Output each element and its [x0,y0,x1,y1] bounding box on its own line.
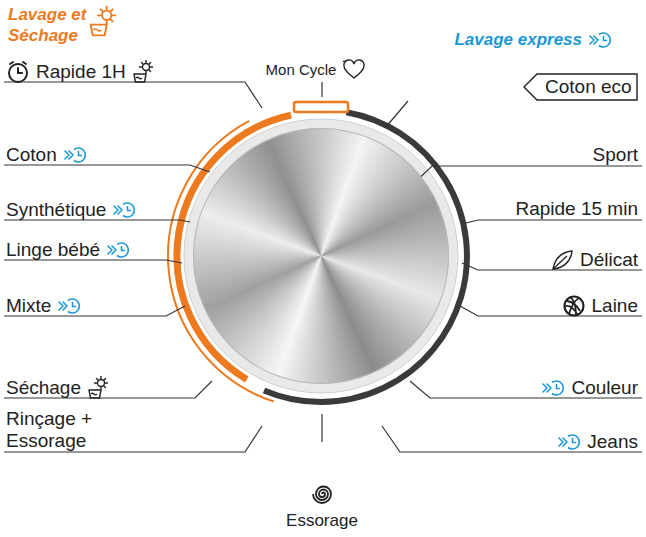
program-name: Coton eco [523,73,638,98]
yarn-icon [562,294,586,318]
program-label: Lavage et Séchage [8,4,98,46]
program-name: Mixte [6,295,51,317]
leader-line [4,260,182,263]
leader-line [321,414,322,442]
express-icon [112,198,136,222]
program-label: Mixte [6,294,81,318]
leader-line [462,220,642,224]
leader-line [4,82,262,108]
leader-line [4,220,190,222]
program-label: Coton [6,143,87,167]
program-label: Laine [562,294,639,318]
sunbasket-icon [87,376,111,400]
my-cycle-marker [294,102,348,112]
leaf-icon [550,248,574,272]
program-name: Mon Cycle [266,59,337,81]
program-label: Délicat [550,248,638,272]
program-label: Sport [593,144,638,166]
express-icon [541,376,565,400]
program-name: Synthétique [6,199,106,221]
leader-lines [4,82,642,452]
dial-knob [193,128,449,384]
program-label: Essorage [286,510,358,532]
express-icon [57,294,81,318]
wash-dry-icon [91,7,116,36]
program-name: Lavage et Séchage [8,4,98,46]
program-label: Rapide 15 min [515,198,638,220]
program-name: Rinçage + Essorage [6,408,106,452]
program-name: Rapide 1H [36,61,126,83]
program-dial [168,102,467,402]
program-name: Séchage [6,377,81,399]
express-icon [63,143,87,167]
program-name: Couleur [571,377,638,399]
program-label: Linge bébé [6,238,130,262]
program-label: Rapide 1H [6,60,156,84]
program-name: Délicat [580,249,638,271]
program-label: Couleur [541,376,638,400]
program-label: Jeans [557,430,638,454]
program-label: Séchage [6,376,111,400]
program-name: Coton [6,144,57,166]
program-label: Synthétique [6,198,136,222]
program-name: Jeans [587,431,638,453]
program-name: Linge bébé [6,239,100,261]
program-name: Essorage [286,510,358,532]
express-icon [106,238,130,262]
program-label: Mon Cycle [266,58,367,82]
sunbasket-icon [132,60,156,84]
program-name: Lavage express [454,29,582,51]
clock-icon [6,60,30,84]
dial-bezel [184,119,458,393]
leader-line [4,165,210,172]
program-name: Rapide 15 min [515,198,638,220]
program-name: Sport [593,144,638,166]
leader-line [382,426,642,452]
program-tab: Coton eco [523,73,638,101]
leader-line [385,101,408,128]
program-label: Lavage express [454,28,612,52]
express-icon [588,28,612,52]
express-icon [557,430,581,454]
program-name: Laine [592,295,639,317]
heart-icon [342,58,366,82]
leader-line [412,166,642,185]
spin-icon [313,487,331,503]
program-label: Rinçage + Essorage [6,408,106,452]
leader-line [321,82,322,97]
